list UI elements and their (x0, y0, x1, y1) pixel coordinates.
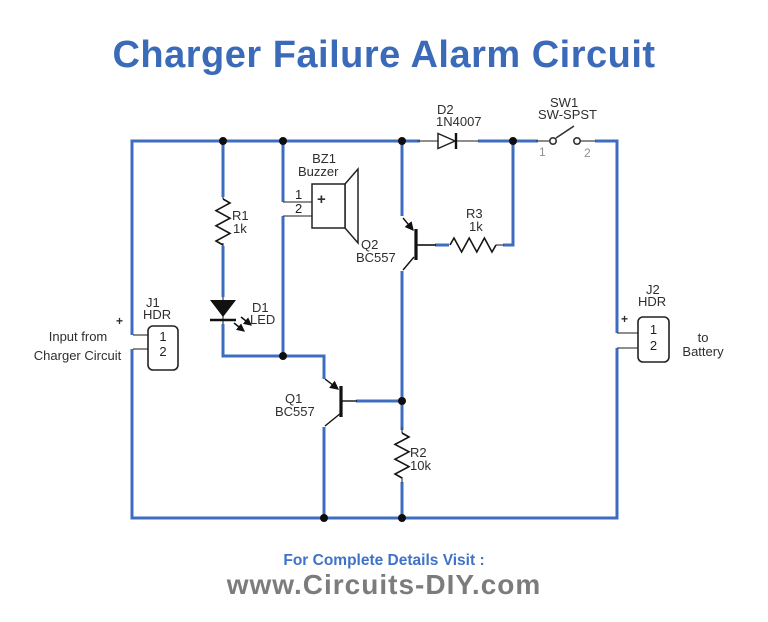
sw1-pin2-label: 2 (584, 146, 591, 160)
resistor-r2-symbol (393, 432, 411, 479)
sw1-pin1-label: 1 (539, 145, 546, 159)
j2-pin1-label: 1 (649, 322, 658, 337)
resistor-r1-symbol (214, 198, 232, 246)
r3-value-label: 1k (469, 219, 483, 234)
sw1-value-label: SW-SPST (538, 107, 597, 122)
buzzer-bz1-symbol (311, 166, 359, 246)
j2-plus-sign: + (621, 312, 629, 326)
j2-note-line2: Battery (682, 344, 724, 359)
led-d1-symbol (210, 300, 252, 332)
j1-pin1-label: 1 (159, 329, 167, 344)
bz1-pin2-label: 2 (295, 201, 303, 216)
j1-type-label: HDR (143, 307, 172, 322)
j1-plus-sign: + (116, 314, 124, 328)
j1-pin2-label: 2 (159, 344, 167, 359)
bz1-plus-sign: + (317, 191, 326, 208)
bz1-ref-label: BZ1 (312, 151, 336, 166)
d1-ref-label: D1 (252, 300, 269, 315)
junction-dots (219, 137, 517, 522)
j2-type-label: HDR (638, 294, 667, 309)
switch-sw1-symbol (548, 125, 581, 146)
diode-d2-symbol (437, 132, 458, 150)
j1-note-line2: Charger Circuit (33, 348, 122, 363)
j1-note-line1: Input from (48, 329, 108, 344)
j2-note-line1: to (697, 330, 709, 345)
bz1-value-label: Buzzer (298, 164, 339, 179)
r1-value-label: 1k (233, 221, 247, 236)
q1-ref-label: Q1 (285, 391, 303, 406)
r2-ref-label: R2 (410, 445, 427, 460)
footer-website-url: www.Circuits-DIY.com (226, 569, 542, 600)
j2-pin2-label: 2 (649, 338, 658, 353)
header-j2-symbol (637, 316, 670, 363)
j2-ref-label: J2 (646, 282, 660, 297)
sw1-ref-label: SW1 (550, 95, 579, 110)
circuit-wires (130, 139, 619, 520)
d2-ref-label: D2 (437, 102, 454, 117)
header-j1-symbol (147, 325, 179, 371)
footer-visit-text: For Complete Details Visit : (283, 552, 485, 569)
d2-value-label: 1N4007 (436, 114, 482, 129)
r2-value-label: 10k (410, 458, 431, 473)
resistor-r3-symbol (449, 236, 497, 254)
transistor-q2-symbol (402, 217, 436, 271)
transistor-q1-symbol (324, 378, 357, 427)
q2-ref-label: Q2 (361, 237, 379, 252)
component-leads (133, 140, 638, 483)
j1-ref-label: J1 (146, 295, 160, 310)
bz1-pin1-label: 1 (295, 187, 303, 202)
q2-value-label: BC557 (356, 250, 396, 265)
d1-value-label: LED (250, 312, 276, 327)
q1-value-label: BC557 (275, 404, 315, 419)
r3-ref-label: R3 (466, 206, 483, 221)
r1-ref-label: R1 (232, 208, 249, 223)
page-title: Charger Failure Alarm Circuit (112, 34, 656, 76)
